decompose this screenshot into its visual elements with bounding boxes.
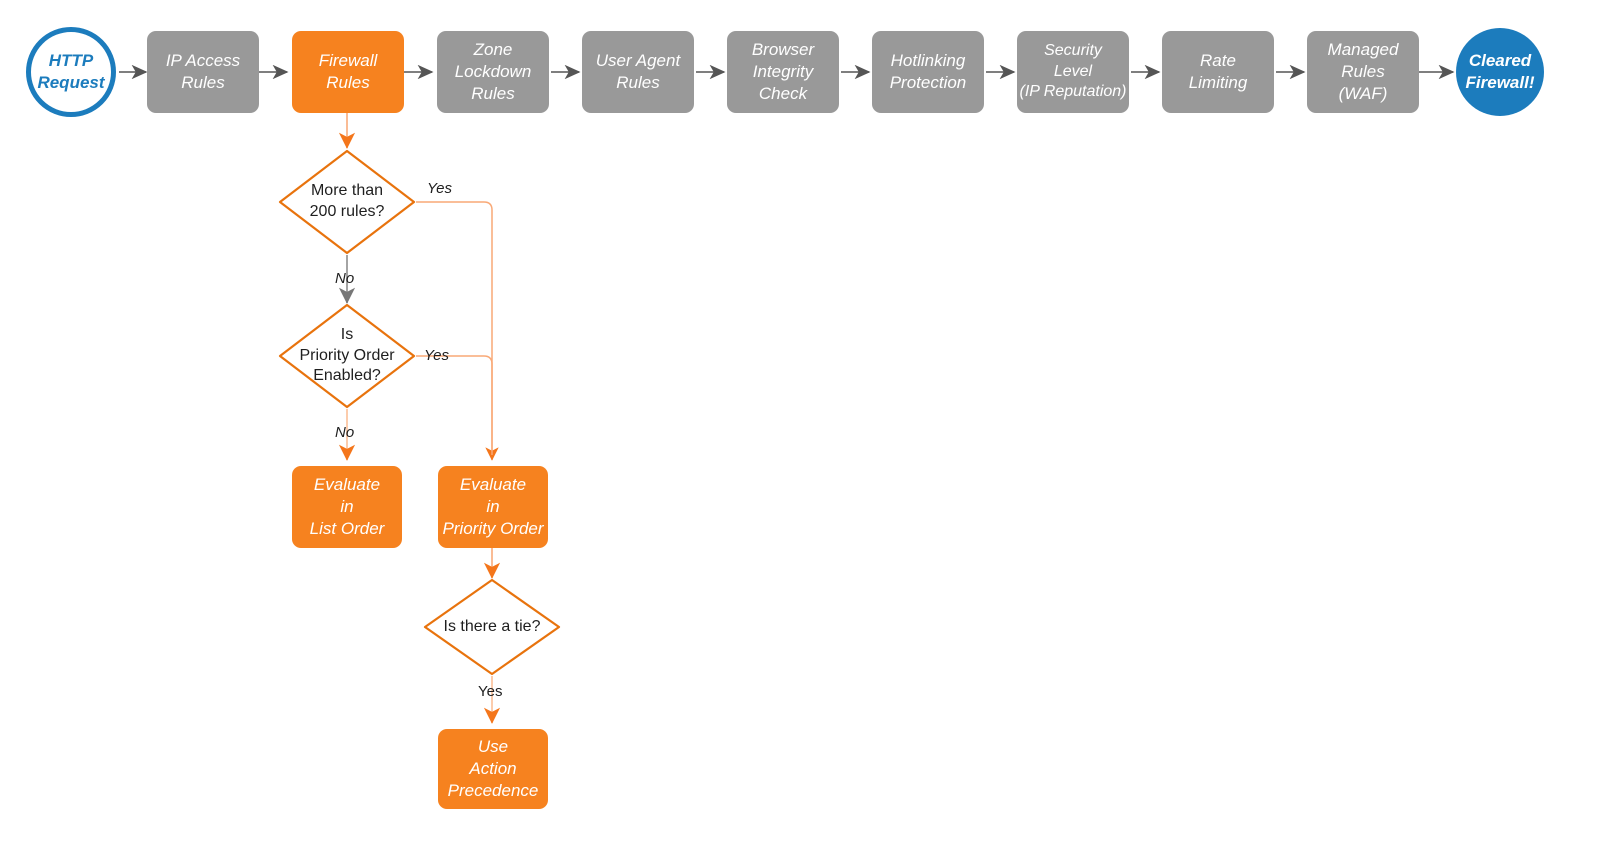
node-ip-access-rules-label: IP Access Rules [165,51,241,92]
decision-is-there-a-tie[interactable]: Is there a tie? [422,577,562,677]
node-browser-integrity-check[interactable]: Browser Integrity Check [727,31,839,113]
node-evaluate-in-list-order-label: Evaluate in List Order [309,475,385,538]
edge-label-yes-more-than-200: Yes [427,180,453,197]
node-use-action-precedence-label: Use Action Precedence [447,737,539,800]
node-ip-access-rules[interactable]: IP Access Rules [147,31,259,113]
node-browser-integrity-check-label: Browser Integrity Check [751,40,815,103]
diamond-shape-icon [278,149,416,255]
node-security-level-label: Security Level (IP Reputation) [1019,42,1127,101]
edge-label-no-priority-enabled: No [335,424,355,441]
node-hotlinking-protection-label: Hotlinking Protection [889,51,967,92]
node-rate-limiting[interactable]: Rate Limiting [1162,31,1274,113]
decision-priority-order-enabled[interactable]: Is Priority Order Enabled? [277,302,417,410]
decision-more-than-200-rules[interactable]: More than 200 rules? [277,148,417,256]
edge-d2-yes-to-priority [416,355,493,455]
node-evaluate-in-list-order[interactable]: Evaluate in List Order [292,466,402,548]
edge-label-yes-priority-enabled: Yes [424,347,450,364]
node-http-request[interactable]: HTTP Request [26,27,116,117]
node-managed-rules-waf[interactable]: Managed Rules (WAF) [1307,31,1419,113]
node-cleared-firewall[interactable]: Cleared Firewall! [1456,28,1544,116]
diamond-shape-icon [278,303,416,409]
edge-d1-yes-to-priority [416,201,499,461]
node-firewall-rules[interactable]: Firewall Rules [292,31,404,113]
node-zone-lockdown-rules-label: Zone Lockdown Rules [454,40,532,103]
node-evaluate-in-priority-order-label: Evaluate in Priority Order [442,475,544,538]
node-user-agent-rules-label: User Agent Rules [595,51,681,92]
node-evaluate-in-priority-order[interactable]: Evaluate in Priority Order [438,466,548,548]
diamond-shape-icon [423,578,561,676]
node-hotlinking-protection[interactable]: Hotlinking Protection [872,31,984,113]
node-user-agent-rules[interactable]: User Agent Rules [582,31,694,113]
node-firewall-rules-label: Firewall Rules [318,51,378,92]
node-zone-lockdown-rules[interactable]: Zone Lockdown Rules [437,31,549,113]
node-security-level[interactable]: Security Level (IP Reputation) [1017,31,1129,113]
edge-label-yes-tie: Yes [478,683,503,700]
node-cleared-firewall-label: Cleared Firewall! [1465,51,1535,92]
node-http-request-label: HTTP Request [37,51,105,92]
node-rate-limiting-label: Rate Limiting [1188,51,1248,92]
edge-label-no-more-than-200: No [335,270,355,287]
node-use-action-precedence[interactable]: Use Action Precedence [438,729,548,809]
node-managed-rules-waf-label: Managed Rules (WAF) [1327,40,1399,103]
